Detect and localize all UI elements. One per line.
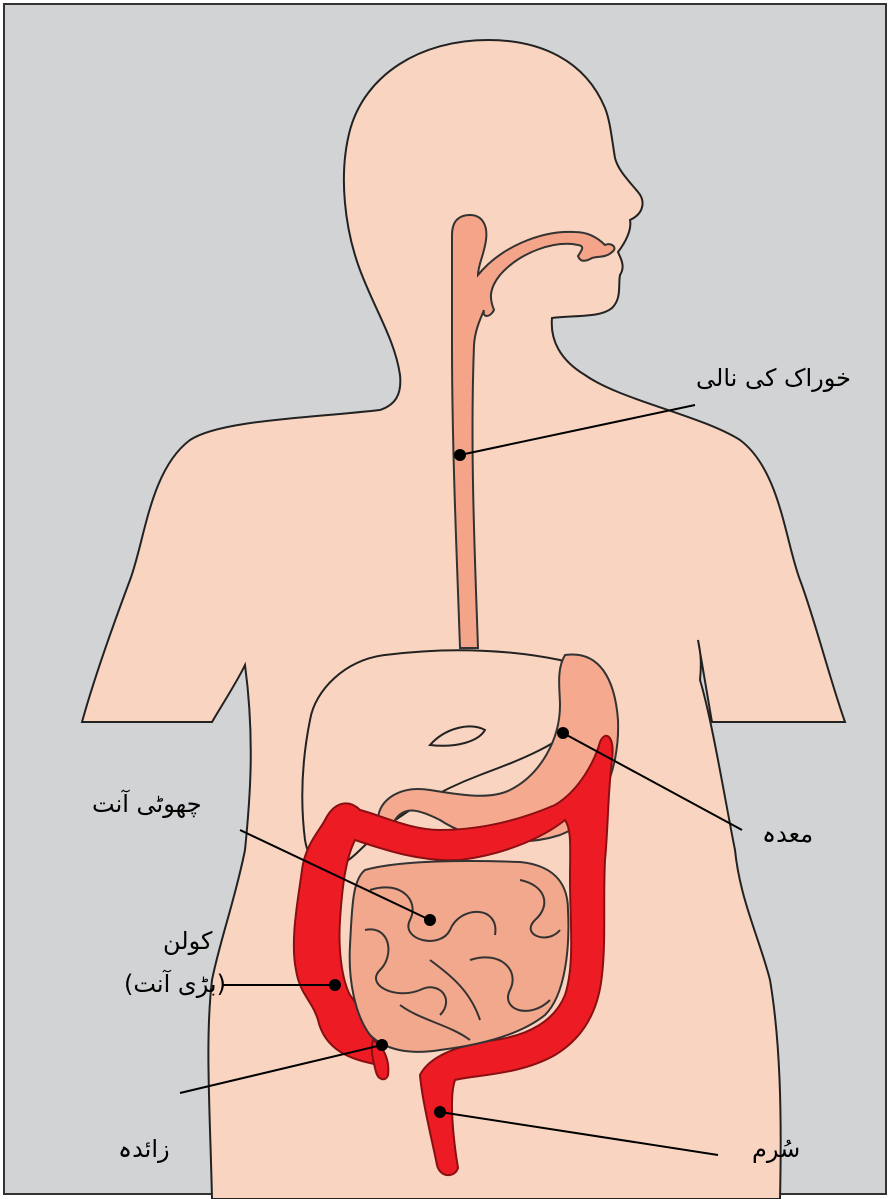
esophagus-label: خوراک کی نالی	[696, 364, 851, 393]
rectum-dot	[434, 1106, 446, 1118]
colon-label: کولن	[163, 927, 212, 956]
colon-note-label: (بڑی آنت)	[124, 970, 226, 999]
stomach-label: معدہ	[762, 820, 813, 849]
colon-dot	[329, 979, 341, 991]
small-intestine-dot	[424, 914, 436, 926]
small-intestine-label: چھوٹی آنت	[92, 790, 202, 819]
rectum-label: سُرم	[752, 1135, 800, 1164]
appendix-label: زائدہ	[118, 1135, 170, 1164]
esophagus-dot	[454, 449, 466, 461]
appendix-dot	[376, 1039, 388, 1051]
stomach-dot	[557, 727, 569, 739]
